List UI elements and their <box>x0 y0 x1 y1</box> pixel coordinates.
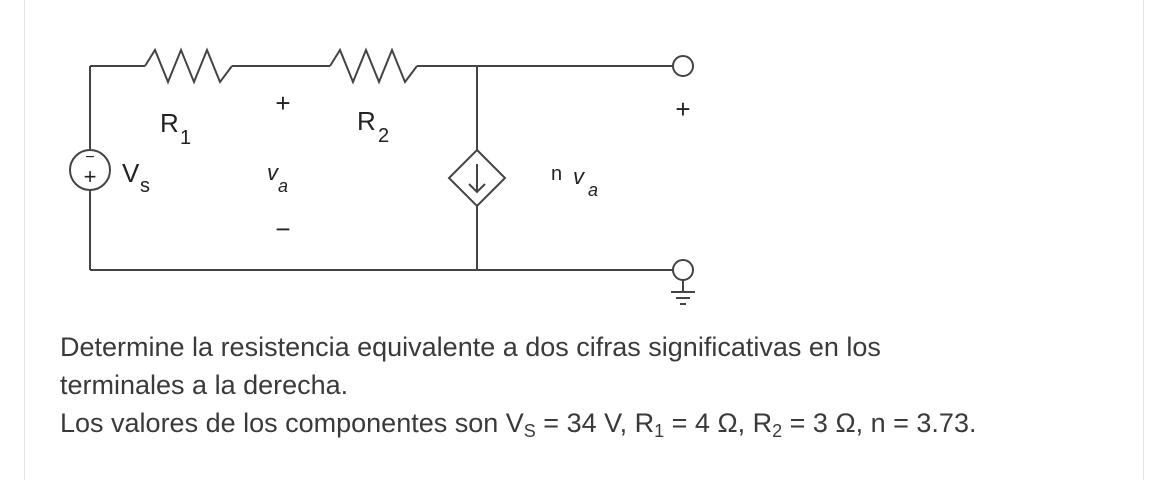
nva-n: n <box>551 163 562 185</box>
component-values: Los valores de los componentes son VS = … <box>60 404 1120 442</box>
resistor-r1 <box>144 47 233 85</box>
r1-subscript: 1 <box>180 127 191 149</box>
content-card <box>24 0 1144 480</box>
va-plus-sign: + <box>275 88 290 118</box>
vs-minus-sign: − <box>85 149 94 166</box>
vs-sub: S <box>523 421 536 441</box>
terminal-top <box>672 55 694 77</box>
values-prefix: Los valores de los componentes son V <box>60 408 524 438</box>
nva-v: v <box>573 164 586 189</box>
question-line-2: terminales a la derecha. <box>60 370 349 400</box>
vs-value: = 34 V, R <box>535 408 655 438</box>
r1-sub: 1 <box>654 421 665 441</box>
r2-label: R <box>357 106 376 136</box>
r1-label: R <box>160 108 179 138</box>
r2-sub: 2 <box>772 421 783 441</box>
question-line-1: Determine la resistencia equivalente a d… <box>60 332 881 362</box>
resistor-r2 <box>329 47 418 85</box>
va-minus-sign: − <box>275 214 290 244</box>
r1-value: = 4 Ω, R <box>664 408 773 438</box>
va-label: v <box>267 160 280 185</box>
vs-label: V <box>122 158 140 188</box>
nva-subscript: a <box>588 180 598 200</box>
circuit-diagram: + − R 1 R 2 V s + v a − n v a + <box>69 47 695 305</box>
r2-subscript: 2 <box>378 125 389 147</box>
current-arrow-icon <box>468 164 486 194</box>
question-text: Determine la resistencia equivalente a d… <box>60 328 1120 442</box>
output-plus-sign: + <box>675 94 690 124</box>
terminal-bottom <box>672 259 694 281</box>
r2-value: = 3 Ω, n = 3.73. <box>782 408 977 438</box>
vs-subscript: s <box>140 175 150 197</box>
vs-plus-sign: + <box>84 164 97 189</box>
va-subscript: a <box>278 176 288 196</box>
ground-icon <box>671 280 695 305</box>
